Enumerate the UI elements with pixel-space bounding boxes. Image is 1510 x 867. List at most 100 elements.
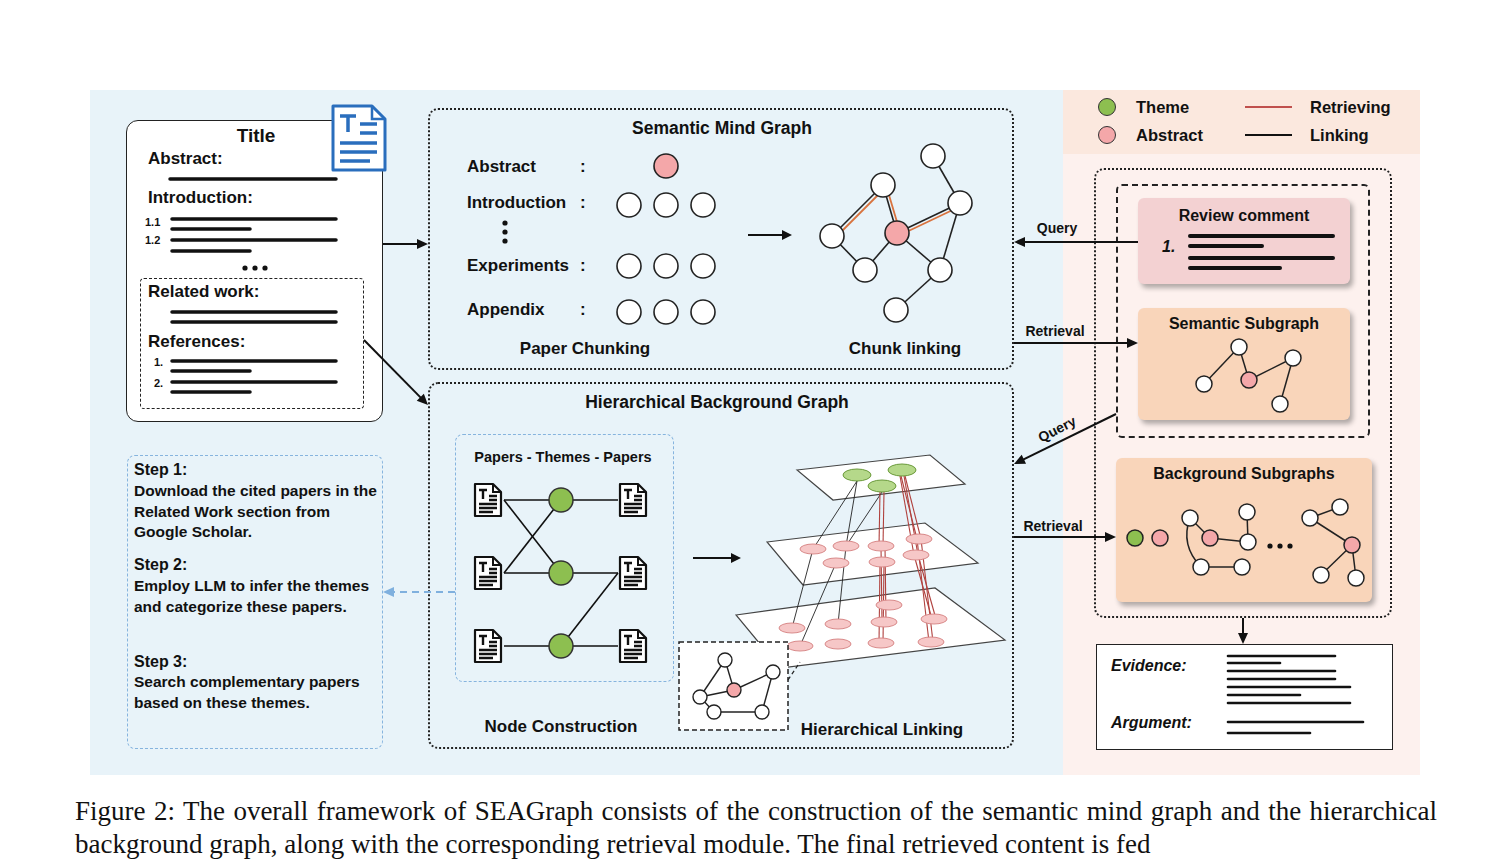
- comment-lines: [1190, 234, 1333, 238]
- layer-planes: [736, 455, 1005, 668]
- background-subgraphs: [1277, 543, 1282, 548]
- paper-theme-links: [504, 500, 561, 573]
- semantic-subgraph: [1241, 372, 1257, 388]
- evidence-lines: [1228, 655, 1335, 658]
- node-text: Chunk linking: [705, 338, 1105, 359]
- arrow-head: [383, 587, 394, 597]
- zoom-inset: [707, 705, 721, 719]
- layer-links: [846, 481, 857, 546]
- chunk-graph: [921, 144, 945, 168]
- paper-text-lines: [172, 219, 336, 251]
- node-text: Title: [56, 124, 456, 148]
- connector-line: [1242, 618, 1244, 635]
- node-text: Step 2:: [134, 555, 187, 575]
- zoom-inset: [714, 711, 762, 712]
- paper-theme-links: [561, 573, 618, 646]
- layer-nodes: [868, 480, 896, 492]
- semantic-subgraph: [1272, 396, 1288, 412]
- background-subgraphs: [1127, 530, 1143, 546]
- output-box: Evidence:Argument:: [1096, 644, 1393, 750]
- layer-links: [901, 476, 917, 539]
- node-text: Appendix: [467, 299, 544, 320]
- connector: [364, 340, 428, 405]
- layer-nodes: [868, 638, 894, 648]
- chunk-graph: [865, 233, 897, 270]
- node-text: Step 3:: [134, 652, 187, 672]
- background-subgraphs: [1202, 530, 1218, 546]
- layer-planes: [767, 523, 978, 585]
- background-subgraphs: [1127, 499, 1364, 586]
- connector-line: [364, 340, 422, 399]
- background-subgraphs: [1193, 559, 1209, 575]
- node-text: 1.2: [145, 233, 160, 247]
- zoom-inset: [734, 672, 773, 690]
- layer-nodes: [843, 469, 871, 481]
- background-subgraphs: [1247, 512, 1248, 542]
- evidence-lines: [1228, 662, 1280, 665]
- background-subgraphs: [1127, 499, 1364, 586]
- background-subgraphs: [1239, 504, 1255, 520]
- layer-nodes: [869, 557, 895, 567]
- layer-nodes: [779, 623, 805, 633]
- legend-line: [1245, 106, 1292, 108]
- paper-theme-links: [504, 500, 561, 573]
- document-icon: [333, 106, 385, 170]
- node-text: Paper Chunking: [385, 338, 785, 359]
- layer-links: [921, 539, 933, 642]
- chunk-circles: [654, 154, 678, 178]
- semantic-subgraph: [1196, 339, 1301, 412]
- paper-text-lines: [172, 312, 336, 322]
- background-subgraphs: [1152, 530, 1168, 546]
- zoom-inset: [755, 705, 769, 719]
- node-text: Semantic Mind Graph: [522, 117, 922, 139]
- background-subgraphs: [1332, 499, 1348, 515]
- legend-text: Abstract: [1136, 125, 1203, 146]
- background-subgraphs: [1210, 538, 1248, 542]
- paper-text-lines: [170, 177, 336, 181]
- layer-links: [883, 492, 884, 546]
- connector-line: [1014, 536, 1107, 538]
- theme-circles: [549, 634, 573, 658]
- semantic-subgraph: [1249, 358, 1293, 380]
- zoom-inset: [718, 653, 732, 667]
- node-text: 1.: [154, 355, 163, 369]
- node-text: 2.: [154, 376, 163, 390]
- layer-links: [879, 476, 936, 643]
- evidence-lines: [1228, 656, 1363, 733]
- layer-links: [813, 481, 857, 549]
- review-card: Review comment1.: [1138, 198, 1350, 284]
- layer-links: [879, 562, 880, 643]
- paper-icons: [475, 484, 501, 516]
- comment-lines: [1190, 266, 1280, 270]
- legend-text: Theme: [1136, 97, 1189, 118]
- zoom-inset: [762, 672, 773, 712]
- node-text: Search complementary papers based on the…: [134, 672, 380, 713]
- layer-links: [792, 476, 936, 646]
- semantic-subgraph: [1239, 347, 1249, 380]
- chunk-graph: [853, 258, 877, 282]
- chunk-circles: [654, 193, 678, 217]
- arrow-head: [1014, 455, 1026, 464]
- arrow-head: [417, 394, 428, 405]
- connector: [1238, 618, 1248, 644]
- paper-icons: [620, 557, 646, 589]
- layer-links: [838, 546, 846, 624]
- chunk-graph: [884, 298, 908, 322]
- background-subgraphs: [1348, 570, 1364, 586]
- node-text: Hierarchical Background Graph: [517, 391, 917, 413]
- ellipsis-dots: [242, 265, 247, 270]
- semantic-subgraph: [1280, 358, 1293, 404]
- layer-nodes: [921, 614, 947, 624]
- chunk-graph: [820, 144, 972, 322]
- node-text: Review comment: [1044, 206, 1444, 226]
- semantic-subgraph: [1231, 339, 1247, 355]
- comment-lines: [1190, 236, 1333, 268]
- zoom-inset: [679, 642, 788, 730]
- chunk-graph: [897, 203, 960, 233]
- legend-swatch: [1098, 126, 1116, 144]
- layer-links: [792, 481, 882, 646]
- legend-text: Linking: [1310, 125, 1369, 146]
- background-subgraphs: [1240, 534, 1256, 550]
- chunk-graph: [832, 156, 960, 310]
